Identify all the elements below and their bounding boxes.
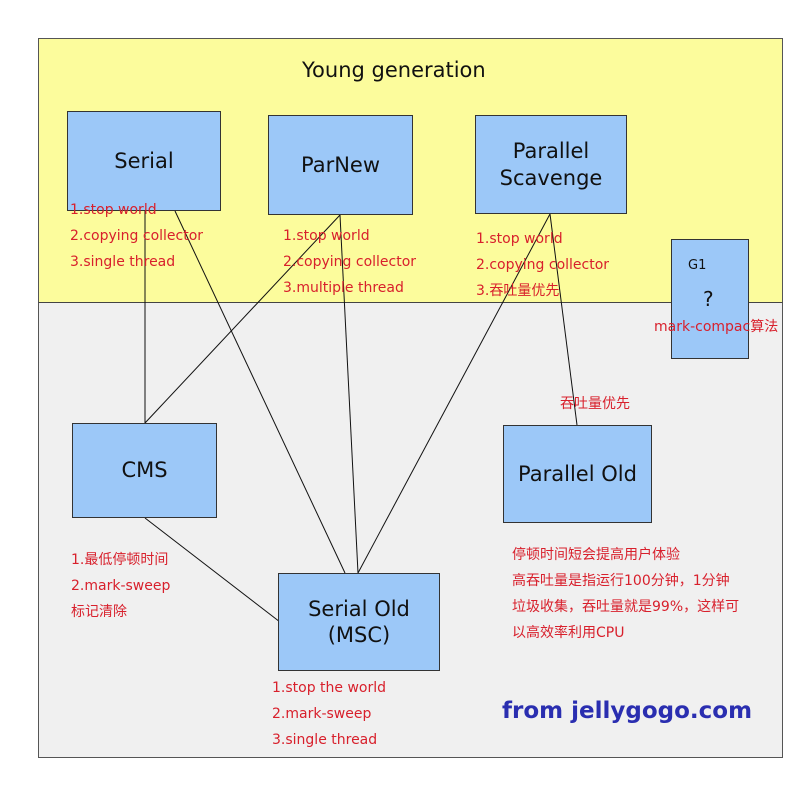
parnew-notes: 1.stop world 2.copying collector 3.multi…	[283, 223, 416, 301]
note-line: 2.mark-sweep	[272, 706, 372, 722]
serial-box: Serial	[67, 111, 221, 211]
link-parnew-serial-old	[339, 214, 359, 574]
note-line: 1.stop world	[476, 231, 563, 247]
serial-old-box: Serial Old (MSC)	[278, 573, 440, 671]
g1-box	[671, 239, 749, 359]
note-line: 1.stop world	[70, 202, 157, 218]
g1-note: mark-compac算法	[654, 319, 779, 335]
link-parnew-cms	[144, 214, 341, 424]
parallel-old-throughput-label: 吞吐量优先	[560, 396, 630, 412]
g1-question-mark: ?	[703, 287, 714, 311]
serial-old-notes: 1.stop the world 2.mark-sweep 3.single t…	[272, 675, 386, 753]
parnew-box: ParNew	[268, 115, 413, 215]
note-line: 1.stop world	[283, 228, 370, 244]
link-parallel-scavenge-parallel-old	[549, 213, 578, 426]
note-line: 1.最低停顿时间	[71, 552, 169, 568]
note-line: 标记清除	[71, 604, 127, 620]
cms-notes: 1.最低停顿时间 2.mark-sweep 标记清除	[71, 547, 170, 625]
g1-label: G1	[688, 258, 707, 273]
note-line: 3.multiple thread	[283, 280, 404, 296]
note-line: 停顿时间短会提高用户体验	[512, 547, 680, 563]
young-generation-title: Young generation	[302, 58, 486, 82]
note-line: 3.single thread	[70, 254, 176, 270]
link-cms-serial-old	[144, 517, 281, 623]
parallel-old-notes: 停顿时间短会提高用户体验 高吞吐量是指运行100分钟，1分钟 垃圾收集，吞吐量就…	[512, 542, 739, 646]
credit-text: from jellygogo.com	[502, 698, 753, 724]
link-parallel-scavenge-serial-old	[357, 213, 551, 574]
old-generation-region	[38, 302, 783, 758]
note-line: 2.copying collector	[476, 257, 610, 273]
parallel-scavenge-notes: 1.stop world 2.copying collector 3.吞吐量优先	[476, 226, 609, 304]
note-line: 1.stop the world	[272, 680, 387, 696]
note-line: 垃圾收集，吞吐量就是99%，这样可	[512, 599, 740, 615]
note-line: 3.吞吐量优先	[476, 283, 560, 299]
serial-notes: 1.stop world 2.copying collector 3.singl…	[70, 197, 203, 275]
parallel-scavenge-box: Parallel Scavenge	[475, 115, 627, 214]
note-line: 2.copying collector	[70, 228, 204, 244]
note-line: 2.copying collector	[283, 254, 417, 270]
note-line: 2.mark-sweep	[71, 578, 171, 594]
note-line: 以高效率利用CPU	[512, 625, 625, 641]
cms-box: CMS	[72, 423, 217, 518]
parallel-old-box: Parallel Old	[503, 425, 652, 523]
note-line: 高吞吐量是指运行100分钟，1分钟	[512, 573, 730, 589]
link-serial-serial-old	[174, 210, 346, 574]
note-line: 3.single thread	[272, 732, 378, 748]
